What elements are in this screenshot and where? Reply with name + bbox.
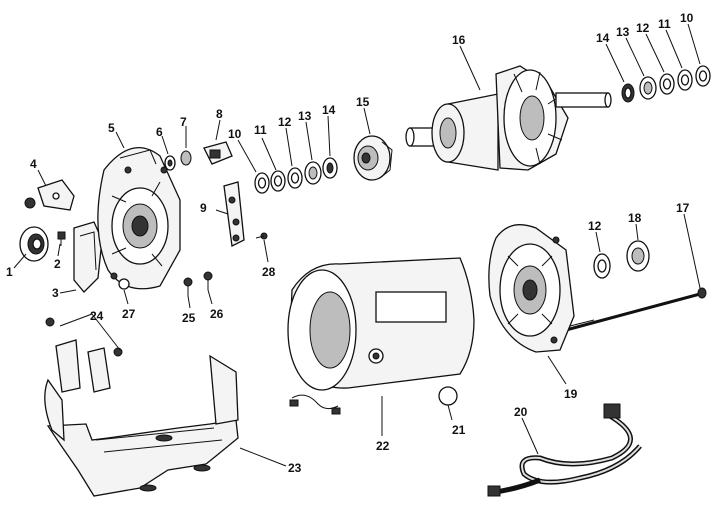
part-1-bearing-cap [19, 226, 49, 262]
label-17: 17 [676, 201, 690, 215]
part-24-clamp [45, 317, 123, 393]
label-19: 19 [564, 387, 578, 401]
label-6: 6 [156, 125, 163, 139]
label-11-right: 11 [658, 17, 671, 31]
leader-lines [13, 23, 701, 467]
label-18: 18 [628, 211, 642, 225]
label-21: 21 [452, 423, 466, 437]
part-8-switch [203, 141, 233, 165]
part-18-bearing-seal [626, 240, 650, 272]
label-28: 28 [262, 265, 276, 279]
washer-stack-left [254, 157, 338, 194]
part-21-ball [438, 386, 458, 406]
part-25-screw [183, 277, 193, 296]
label-14-right: 14 [596, 31, 610, 45]
part-22-stator-frame [287, 257, 475, 415]
part-5-end-bell [97, 147, 181, 290]
label-10-left: 10 [228, 127, 242, 141]
label-1: 1 [6, 265, 13, 279]
label-20: 20 [514, 405, 528, 419]
label-9: 9 [200, 201, 207, 215]
part-28-screw [255, 232, 268, 240]
label-4: 4 [30, 157, 37, 171]
label-14-left: 14 [322, 103, 336, 117]
label-7: 7 [180, 115, 187, 129]
label-25: 25 [182, 311, 196, 325]
part-3-shield-plate [73, 221, 103, 293]
label-12-lower: 12 [588, 219, 602, 233]
label-12-left: 12 [278, 115, 292, 129]
part-27-washer [118, 278, 130, 290]
label-15: 15 [356, 95, 370, 109]
part-6-washer [164, 155, 176, 171]
label-13-right: 13 [616, 25, 630, 39]
part-2-screw [57, 231, 66, 246]
part-17-thru-bolt [565, 287, 707, 332]
label-10-right: 10 [680, 11, 694, 25]
label-22: 22 [376, 439, 390, 453]
part-15-centrifugal-switch [353, 135, 393, 181]
part-19-end-bell [488, 224, 575, 353]
part-16-rotor [405, 65, 612, 171]
part-20-power-cord [487, 403, 642, 497]
label-12-right: 12 [636, 21, 650, 35]
label-11-left: 11 [254, 123, 267, 137]
label-8: 8 [216, 107, 223, 121]
washer-stack-right [621, 65, 711, 103]
label-2: 2 [54, 257, 61, 271]
part-9-terminal-board [223, 181, 245, 247]
part-7-nut [180, 150, 192, 166]
label-13-left: 13 [298, 109, 312, 123]
label-26: 26 [210, 307, 224, 321]
part-23-base [44, 354, 239, 497]
part-12-washer [593, 253, 611, 279]
part-4-bracket [24, 179, 75, 211]
label-3: 3 [52, 286, 59, 300]
callout-labels: 1 2 3 4 5 6 7 8 9 10 11 12 13 14 15 16 1… [6, 11, 694, 475]
label-24: 24 [90, 309, 104, 323]
part-26-screw [203, 271, 213, 290]
label-5: 5 [108, 121, 115, 135]
label-27: 27 [122, 307, 136, 321]
label-16: 16 [452, 33, 466, 47]
label-23: 23 [288, 461, 302, 475]
